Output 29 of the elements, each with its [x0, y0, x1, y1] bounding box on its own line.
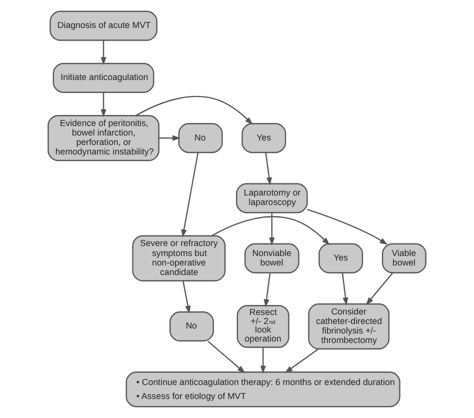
node-box: Laparotomy or laparoscopy	[236, 183, 308, 214]
arrow	[342, 272, 348, 306]
arrow	[136, 96, 253, 125]
node-box: Nonviable bowel	[244, 243, 300, 274]
arrow	[265, 152, 272, 186]
arrow	[264, 272, 271, 308]
node-box: Consider catheter-directed fibrinolysis +/- thrombectomy	[308, 303, 390, 350]
arrow	[366, 272, 394, 306]
node-box: No	[169, 311, 214, 342]
arrow	[208, 340, 246, 374]
node-box: Yes	[318, 243, 364, 274]
node-box: Diagnosis of acute MVT	[50, 10, 158, 41]
arrow	[100, 40, 106, 66]
node-box: Evidence of peritonitis, bowel infarction, perforation, or hemodynamic instability?	[48, 115, 160, 162]
node-box: Viable bowel	[382, 243, 426, 274]
arrow	[158, 135, 181, 141]
arrow	[306, 208, 388, 245]
arrow	[181, 152, 199, 238]
arrow	[211, 216, 330, 246]
node-box: No	[178, 123, 223, 154]
node-box: • Continue anticoagulation therapy: 6 months or extended duration • Assess for etiology of MVT	[126, 372, 400, 408]
arrow	[100, 92, 106, 118]
arrow	[182, 280, 191, 314]
arrow	[284, 348, 319, 374]
node-box: Yes	[242, 123, 286, 154]
arrow	[260, 347, 266, 374]
node-box: Initiate anticoagulation	[52, 62, 154, 93]
node-box: Severe or refractory symptoms but non-operative candidate	[132, 235, 226, 282]
arrow	[269, 212, 275, 246]
